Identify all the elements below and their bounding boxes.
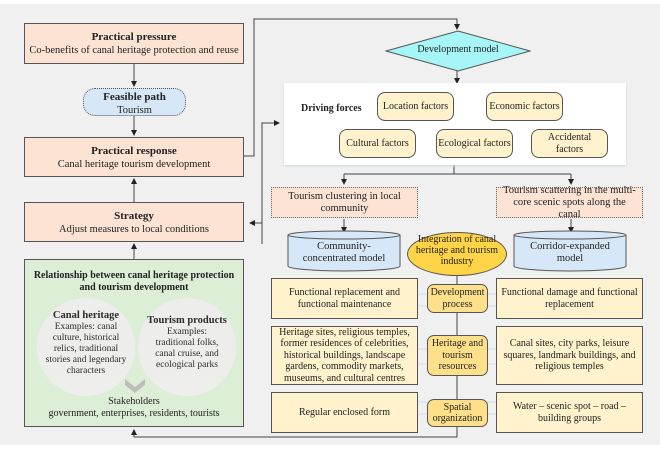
diagram-canvas: Practical pressure Co-benefits of canal …: [0, 4, 660, 445]
tourism-products-body: Examples: traditional folks, canal cruis…: [155, 327, 219, 370]
canal-heritage-circle: Canal heritage Examples: canal culture, …: [37, 298, 135, 396]
corridor-model-cylinder: [513, 230, 627, 272]
row-development-center: Development process: [427, 284, 488, 313]
factor-accidental: Accidental factors: [531, 129, 608, 158]
relationship-panel: Relationship between canal heritage prot…: [24, 259, 244, 427]
factor-location: Location factors: [377, 92, 454, 121]
scattering-box: Tourism scattering in the multi-core sce…: [496, 185, 643, 220]
row-development-left: Functional replacement and functional ma…: [271, 278, 418, 319]
practical-pressure-subtitle: Co-benefits of canal heritage protection…: [29, 45, 239, 56]
feasible-path-subtitle: Tourism: [117, 105, 152, 116]
row-spatial-right: Water – scenic spot – road – building gr…: [496, 392, 643, 433]
relationship-title: Relationship between canal heritage prot…: [33, 270, 235, 293]
factor-economic: Economic factors: [486, 92, 563, 121]
row-spatial-left: Regular enclosed form: [271, 392, 418, 433]
canal-heritage-title: Canal heritage: [52, 310, 120, 321]
practical-pressure-title: Practical pressure: [91, 31, 177, 43]
clustering-box: Tourism clustering in local community: [271, 187, 418, 218]
feasible-path-box: Feasible path Tourism: [83, 88, 186, 116]
feasible-path-title: Feasible path: [103, 91, 166, 103]
row-resources-center: Heritage and tourism resources: [427, 335, 488, 376]
development-model-label: Development model: [417, 44, 499, 55]
integration-label: Integration of canal heritage and touris…: [415, 234, 499, 267]
row-resources-right: Canal sites, city parks, leisure squares…: [496, 326, 643, 385]
community-model-cylinder: [287, 230, 401, 272]
strategy-subtitle: Adjust measures to local conditions: [59, 224, 209, 235]
arrow-to-driving-forces: [261, 120, 280, 244]
community-model-label: Community-concentrated model: [302, 241, 386, 264]
development-model-diamond: [385, 30, 531, 72]
canal-heritage-body: Examples: canal culture, historical reli…: [45, 322, 127, 376]
row-spatial-center: Spatial organization: [427, 399, 488, 427]
factor-ecological: Ecological factors: [436, 129, 513, 158]
stakeholders-title: Stakeholders: [108, 396, 160, 407]
row-resources-left: Heritage sites, religious temples, forme…: [271, 326, 418, 385]
driving-forces-label: Driving forces: [301, 103, 362, 114]
practical-pressure-box: Practical pressure Co-benefits of canal …: [24, 23, 244, 64]
corridor-model-label: Corridor-expanded model: [530, 241, 610, 264]
driving-forces-panel: Driving forces Location factors Economic…: [284, 83, 626, 165]
practical-response-box: Practical response Canal heritage touris…: [24, 137, 244, 177]
practical-response-title: Practical response: [91, 145, 177, 157]
practical-response-subtitle: Canal heritage tourism development: [57, 159, 211, 170]
tourism-products-title: Tourism products: [147, 315, 227, 326]
stakeholders-list: government, enterprises, residents, tour…: [48, 408, 220, 419]
strategy-title: Strategy: [114, 210, 154, 222]
strategy-box: Strategy Adjust measures to local condit…: [24, 202, 244, 242]
chevron-down-icon: [125, 379, 145, 393]
arrow-response-to-dev-model: [244, 18, 460, 157]
row-development-right: Functional damage and functional replace…: [496, 278, 643, 319]
factor-cultural: Cultural factors: [339, 129, 416, 158]
tourism-products-circle: Tourism products Examples: traditional f…: [138, 298, 236, 396]
integration-ellipse: [407, 232, 507, 276]
